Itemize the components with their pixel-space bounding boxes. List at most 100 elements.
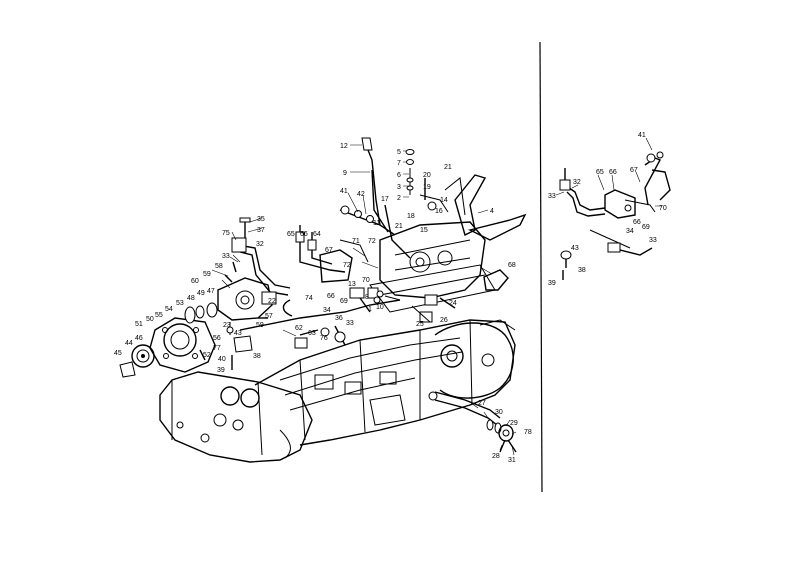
callout-label: 30 [495,409,503,416]
callout-label: 60 [191,278,199,285]
callout-label: 72 [343,262,351,269]
callout-label: 25 [416,321,424,328]
callout-label: 72 [368,238,376,245]
callout-label: 39 [217,367,225,374]
callout-label: 47 [207,288,215,295]
callout-label: 65 [596,169,604,176]
callout-label: 4 [490,208,494,215]
callout-label: 18 [407,213,415,220]
callout-label: 16 [435,208,443,215]
inset-detail [555,137,671,280]
callout-label: 51 [135,321,143,328]
callout-label: 35 [257,216,265,223]
callout-label: 33 [649,237,657,244]
callout-label: 70 [659,205,667,212]
callout-label: 33 [548,193,556,200]
callout-label: 44 [125,340,133,347]
callout-label: 28 [492,453,500,460]
callout-label: 21 [395,223,403,230]
callout-label: 55 [155,312,163,319]
callout-label: 38 [578,267,586,274]
callout-label: 21 [444,164,452,171]
callout-label: 10 [376,304,384,311]
callout-label: 9 [343,170,347,177]
callout-label: 7 [397,160,401,167]
hydraulic-pump-assembly [119,261,277,378]
callout-label: 27 [478,400,486,407]
callout-label: 68 [508,262,516,269]
callout-label: 31 [508,457,516,464]
callout-label: 49 [197,290,205,297]
callout-label: 40 [218,356,226,363]
callout-label: 3 [397,184,401,191]
callout-label: 17 [381,196,389,203]
callout-label: 14 [440,197,448,204]
transmission-housing [159,174,527,463]
callout-label: 23 [223,322,231,329]
callout-label: 67 [630,167,638,174]
callout-label: 56 [213,335,221,342]
callout-label: 65 [287,231,295,238]
callout-label: 2 [397,195,401,202]
callout-label: 45 [114,350,122,357]
callout-label: 11 [373,220,380,227]
callout-label: 26 [440,317,448,324]
callout-label: 34 [323,307,331,314]
callout-label: 19 [423,184,431,191]
callout-label: 77 [213,345,221,352]
callout-label: 29 [510,420,518,427]
main-callouts: 12 9 5 7 6 3 2 20 21 19 14 16 41 42 17 1… [114,143,532,464]
callout-label: 1 [368,306,372,313]
callout-label: 20 [423,172,431,179]
callout-label: 69 [340,298,348,305]
callout-label: 69 [642,224,650,231]
callout-label: 78 [524,429,532,436]
callout-label: 57 [265,313,273,320]
callout-label: 43 [571,245,579,252]
callout-label: 32 [573,179,581,186]
callout-label: 37 [257,227,265,234]
callout-label: 13 [348,281,356,288]
callout-label: 5 [397,149,401,156]
callout-label: 36 [335,315,343,322]
callout-label: 59 [256,322,264,329]
callout-label: 63 [308,330,316,337]
callout-label: 48 [187,295,195,302]
callout-label: 32 [256,241,264,248]
callout-label: 58 [215,263,223,270]
callout-label: 76 [320,335,328,342]
callout-label: 67 [325,247,333,254]
callout-label: 53 [176,300,184,307]
callout-label: 66 [300,231,308,238]
callout-label: 64 [313,231,321,238]
callout-label: 24 [449,300,457,307]
center-small-parts [294,287,456,349]
callout-label: 38 [253,353,261,360]
callout-label: 66 [633,219,641,226]
callout-label: 59 [203,271,211,278]
callout-label: 52 [203,352,211,359]
callout-label: 46 [135,335,143,342]
callout-label: 70 [362,277,370,284]
callout-label: 33 [222,253,230,260]
callout-label: 41 [638,132,646,139]
callout-label: 42 [357,191,365,198]
inset-divider [539,41,543,493]
callout-label: 66 [609,169,617,176]
callout-label: 50 [146,316,154,323]
callout-label: 71 [352,238,360,245]
leader-lines [211,144,517,456]
callout-label: 39 [548,280,556,287]
callout-label: 41 [340,188,348,195]
callout-label: 54 [165,306,173,313]
callout-label: 6 [397,172,401,179]
callout-label: 15 [420,227,428,234]
inset-callouts: 41 32 65 66 67 33 70 66 69 34 33 43 38 3… [548,132,667,287]
callout-label: 33 [346,320,354,327]
callout-label: 22 [268,298,276,305]
callout-label: 43 [234,330,242,337]
callout-label: 8 [365,294,369,301]
callout-label: 34 [626,228,634,235]
callout-label: 74 [305,295,313,302]
